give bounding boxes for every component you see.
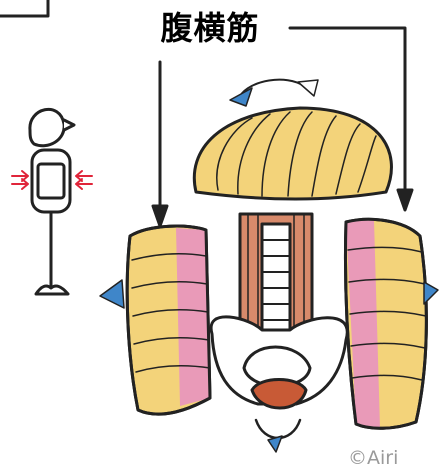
rotation-arrows (230, 80, 318, 106)
right-muscle-wrap (345, 219, 438, 428)
figure-core-box (38, 164, 64, 198)
right-wrap-blue-arrow (424, 282, 438, 304)
stick-figure (30, 109, 74, 294)
figure-foot (36, 286, 68, 294)
pointer-arrowhead-left (153, 206, 167, 226)
pelvis (211, 317, 347, 452)
corner-bracket (0, 0, 48, 16)
diagram-title: 腹横筋 (150, 6, 270, 50)
left-wrap-blue-arrow (100, 280, 124, 308)
artist-credit: ©Airi (348, 446, 438, 470)
spine (240, 214, 312, 334)
figure-head (30, 109, 64, 145)
pointer-arrowhead-right (398, 190, 412, 210)
figure-beak (64, 120, 74, 130)
left-muscle-wrap (100, 226, 210, 414)
diaphragm-dome (194, 108, 391, 199)
